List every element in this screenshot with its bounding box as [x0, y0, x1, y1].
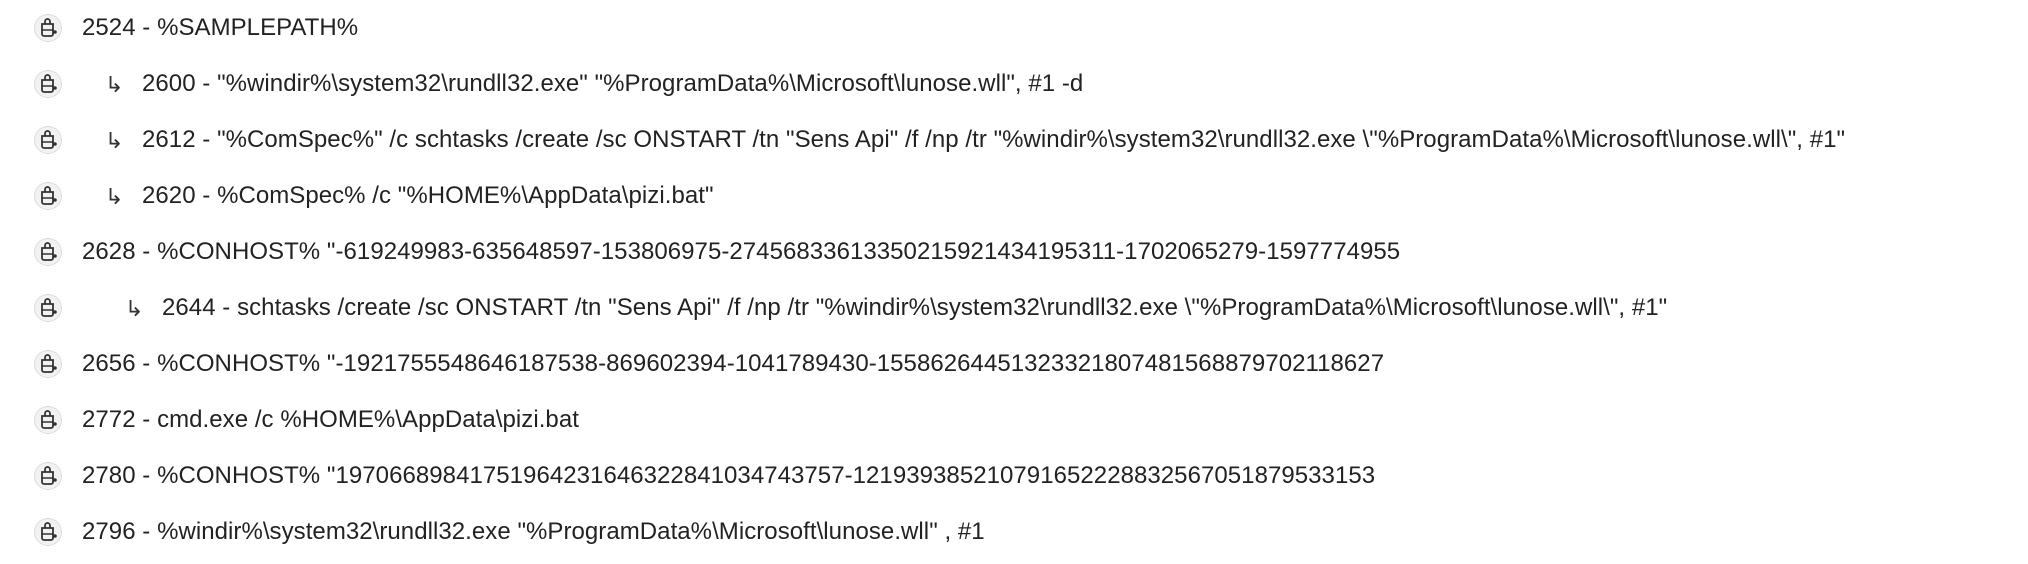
- process-bottle-icon: [33, 69, 63, 99]
- process-row[interactable]: 2772 - cmd.exe /c %HOME%\AppData\pizi.ba…: [0, 392, 2028, 448]
- process-label: 2628 - %CONHOST% "-619249983-635648597-1…: [82, 238, 1401, 265]
- process-label: 2620 - %ComSpec% /c "%HOME%\AppData\pizi…: [142, 182, 714, 209]
- process-row[interactable]: 2796 - %windir%\system32\rundll32.exe "%…: [0, 504, 2028, 560]
- process-label: 2772 - cmd.exe /c %HOME%\AppData\pizi.ba…: [82, 406, 579, 433]
- process-bottle-icon: [33, 125, 63, 155]
- process-row[interactable]: 2780 - %CONHOST% "1970668984175196423164…: [0, 448, 2028, 504]
- process-row[interactable]: ↳ 2612 - "%ComSpec%" /c schtasks /create…: [0, 112, 2028, 168]
- process-row[interactable]: ↳ 2644 - schtasks /create /sc ONSTART /t…: [0, 280, 2028, 336]
- process-row[interactable]: 2656 - %CONHOST% "-1921755548646187538-8…: [0, 336, 2028, 392]
- process-bottle-icon: [33, 13, 63, 43]
- process-row[interactable]: ↳ 2620 - %ComSpec% /c "%HOME%\AppData\pi…: [0, 168, 2028, 224]
- process-label: 2796 - %windir%\system32\rundll32.exe "%…: [82, 518, 985, 545]
- process-bottle-icon: [33, 461, 63, 491]
- child-arrow-icon: ↳: [125, 296, 144, 321]
- process-bottle-icon: [33, 517, 63, 547]
- process-label: 2600 - "%windir%\system32\rundll32.exe" …: [142, 70, 1084, 97]
- process-label: 2644 - schtasks /create /sc ONSTART /tn …: [162, 294, 1668, 321]
- process-label: 2524 - %SAMPLEPATH%: [82, 14, 359, 41]
- process-label: 2656 - %CONHOST% "-1921755548646187538-8…: [82, 350, 1385, 377]
- child-arrow-icon: ↳: [105, 184, 124, 209]
- child-arrow-icon: ↳: [105, 72, 124, 97]
- process-bottle-icon: [33, 181, 63, 211]
- process-label: 2780 - %CONHOST% "1970668984175196423164…: [82, 462, 1376, 489]
- process-bottle-icon: [33, 349, 63, 379]
- process-row[interactable]: 2628 - %CONHOST% "-619249983-635648597-1…: [0, 224, 2028, 280]
- process-bottle-icon: [33, 405, 63, 435]
- process-bottle-icon: [33, 237, 63, 267]
- process-label: 2612 - "%ComSpec%" /c schtasks /create /…: [142, 126, 1846, 153]
- process-row[interactable]: 2524 - %SAMPLEPATH%: [0, 0, 2028, 56]
- process-row[interactable]: ↳ 2600 - "%windir%\system32\rundll32.exe…: [0, 56, 2028, 112]
- process-bottle-icon: [33, 293, 63, 323]
- child-arrow-icon: ↳: [105, 128, 124, 153]
